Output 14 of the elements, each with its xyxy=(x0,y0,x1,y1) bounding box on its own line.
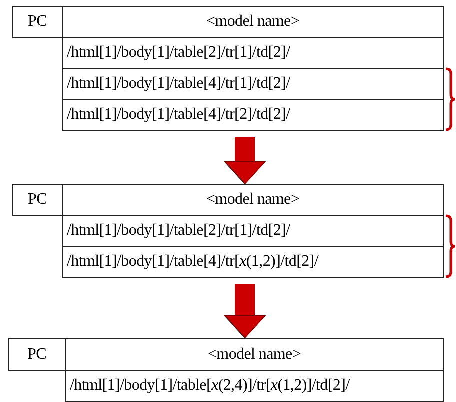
header-cell: <model name> xyxy=(62,6,444,38)
header-cell: <model name> xyxy=(62,184,444,216)
table-cell: /html[1]/body[1]/table[2]/tr[1]/td[2]/ xyxy=(62,215,444,247)
header-cell: PC xyxy=(12,6,63,38)
table-cell: /html[1]/body[1]/table[4]/tr[x(1,2)]/td[2]/ xyxy=(62,246,444,278)
header-cell: PC xyxy=(8,338,66,371)
block-arrow xyxy=(224,284,266,338)
table-cell: /html[1]/body[1]/table[4]/tr[2]/td[2]/ xyxy=(62,99,444,131)
table-cell: /html[1]/body[1]/table[4]/tr[1]/td[2]/ xyxy=(62,68,444,100)
table-cell: /html[1]/body[1]/table[2]/tr[1]/td[2]/ xyxy=(62,37,444,69)
table-cell: /html[1]/body[1]/table[x(2,4)]/tr[x(1,2)]/td[2]/ xyxy=(65,370,444,402)
header-cell: <model name> xyxy=(65,338,444,371)
header-cell: PC xyxy=(12,184,63,216)
block-arrow xyxy=(224,137,266,184)
